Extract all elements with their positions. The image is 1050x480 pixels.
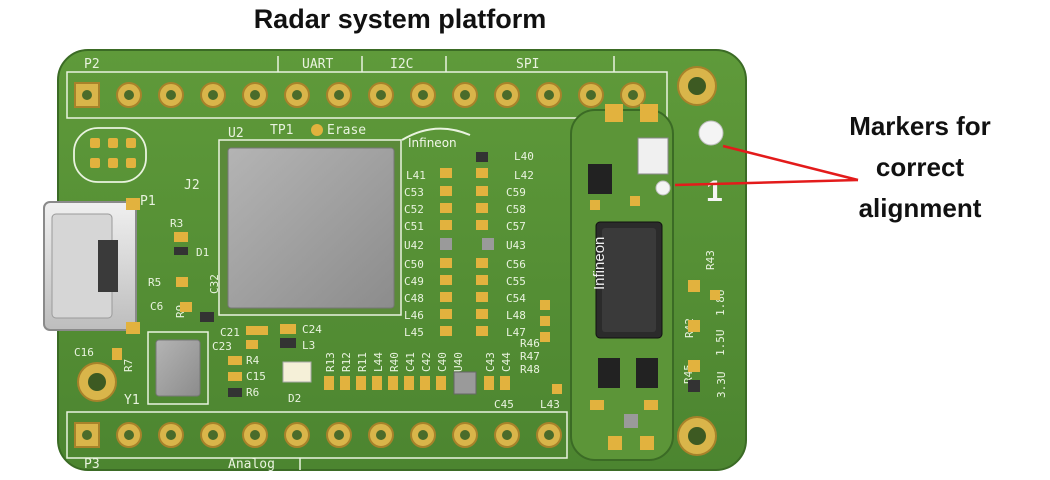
voltage-selector: 3.3U 1.5U 1.8U R43 R42 R45 xyxy=(682,250,728,398)
header-label-uart: UART xyxy=(302,57,333,72)
callout-line-upper xyxy=(722,144,859,182)
label-erase: Erase xyxy=(327,123,366,138)
svg-text:U42: U42 xyxy=(404,239,424,252)
svg-text:U43: U43 xyxy=(506,239,526,252)
vertical-label-row: R13 R12 R11 L44 R40 C41 C42 C40 U40 C43 … xyxy=(324,352,513,395)
label-brand: Infineon xyxy=(408,136,457,150)
header-top-outline xyxy=(66,71,668,119)
callout-arrows xyxy=(674,144,859,187)
svg-text:C52: C52 xyxy=(404,203,424,216)
callout-line-lower xyxy=(674,178,859,187)
svg-text:C43: C43 xyxy=(484,352,497,372)
marker-white-small xyxy=(655,180,671,196)
left-components: R3 D1 R5 R9 C32 C6 C16 R7 xyxy=(74,217,221,372)
bottom-header-pins xyxy=(74,422,562,448)
header-label-p2: P2 xyxy=(84,57,100,72)
label-c23: C23 xyxy=(212,340,232,353)
header-label-i2c: I2C xyxy=(390,57,413,72)
svg-text:R43: R43 xyxy=(704,250,717,270)
header-label-analog: Analog xyxy=(228,457,275,472)
svg-text:C51: C51 xyxy=(404,220,424,233)
y1-crystal: Y1 xyxy=(124,331,209,408)
svg-text:R40: R40 xyxy=(388,352,401,372)
callout-line-1: Markers for xyxy=(849,111,991,141)
label-r4: R4 xyxy=(246,354,260,367)
svg-text:C45: C45 xyxy=(494,398,514,411)
header-label-p3: P3 xyxy=(84,457,100,472)
label-c32: C32 xyxy=(208,274,221,294)
svg-text:R11: R11 xyxy=(356,352,369,372)
svg-text:U40: U40 xyxy=(452,352,465,372)
svg-text:L48: L48 xyxy=(506,309,526,322)
svg-text:R47: R47 xyxy=(520,350,540,363)
svg-text:L42: L42 xyxy=(514,169,534,182)
svg-text:L41: L41 xyxy=(406,169,426,182)
svg-text:C50: C50 xyxy=(404,258,424,271)
svg-text:C44: C44 xyxy=(500,352,513,372)
diagram-title: Radar system platform xyxy=(253,4,547,34)
alignment-callout: Markers for correct alignment xyxy=(815,106,1025,229)
label-l3: L3 xyxy=(302,339,315,352)
label-u2: U2 xyxy=(228,126,244,141)
svg-text:L43: L43 xyxy=(540,398,560,411)
label-r6: R6 xyxy=(246,386,259,399)
dual-column-components: L40 L41 L42 C53 C59 C52 C58 C51 C57 U42 … xyxy=(404,150,562,411)
svg-text:C56: C56 xyxy=(506,258,526,271)
header-label-spi: SPI xyxy=(516,57,539,72)
label-c21: C21 xyxy=(220,326,240,339)
header-bottom-outline xyxy=(66,411,568,459)
label-c16: C16 xyxy=(74,346,94,359)
callout-line-2: correct xyxy=(875,152,965,182)
svg-text:L47: L47 xyxy=(506,326,526,339)
svg-text:R46: R46 xyxy=(520,337,540,350)
infineon-silk-logo: Infineon xyxy=(401,127,471,150)
label-p1: P1 xyxy=(140,194,156,209)
svg-text:C48: C48 xyxy=(404,292,424,305)
svg-text:C49: C49 xyxy=(404,275,424,288)
label-c24: C24 xyxy=(302,323,322,336)
label-r7: R7 xyxy=(122,359,135,372)
mounting-holes xyxy=(77,66,717,456)
u2-chip: U2 TP1 Erase xyxy=(218,123,402,316)
svg-text:1.5U: 1.5U xyxy=(714,330,727,357)
svg-text:C42: C42 xyxy=(420,352,433,372)
callout-line-3: alignment xyxy=(858,193,982,223)
svg-text:3.3U: 3.3U xyxy=(715,372,728,399)
marker-number: 1 xyxy=(706,175,723,208)
svg-text:C57: C57 xyxy=(506,220,526,233)
mid-components: C21 C23 C24 L3 R4 C15 R6 D2 xyxy=(212,323,322,405)
module-brand-text: Infineon xyxy=(591,237,608,290)
svg-text:L46: L46 xyxy=(404,309,424,322)
label-c15: C15 xyxy=(246,370,266,383)
marker-white-large xyxy=(698,120,724,146)
svg-text:C59: C59 xyxy=(506,186,526,199)
svg-text:C41: C41 xyxy=(404,352,417,372)
usb-connector: P1 xyxy=(43,194,156,334)
svg-text:C53: C53 xyxy=(404,186,424,199)
svg-text:C54: C54 xyxy=(506,292,526,305)
label-tp1: TP1 xyxy=(270,123,293,138)
label-c6: C6 xyxy=(150,300,163,313)
svg-text:R13: R13 xyxy=(324,352,337,372)
svg-text:L44: L44 xyxy=(372,352,385,372)
label-d2: D2 xyxy=(288,392,301,405)
label-r5: R5 xyxy=(148,276,161,289)
label-d1: D1 xyxy=(196,246,209,259)
label-j2: J2 xyxy=(184,178,200,193)
label-y1: Y1 xyxy=(124,393,140,408)
svg-text:C58: C58 xyxy=(506,203,526,216)
top-header-pins xyxy=(74,82,646,108)
svg-text:L40: L40 xyxy=(514,150,534,163)
svg-text:R48: R48 xyxy=(520,363,540,376)
svg-text:L45: L45 xyxy=(404,326,424,339)
svg-text:C55: C55 xyxy=(506,275,526,288)
svg-text:R12: R12 xyxy=(340,352,353,372)
radar-module: Infineon xyxy=(570,104,674,461)
j2-connector: J2 xyxy=(73,127,200,193)
label-r3: R3 xyxy=(170,217,183,230)
svg-text:C40: C40 xyxy=(436,352,449,372)
